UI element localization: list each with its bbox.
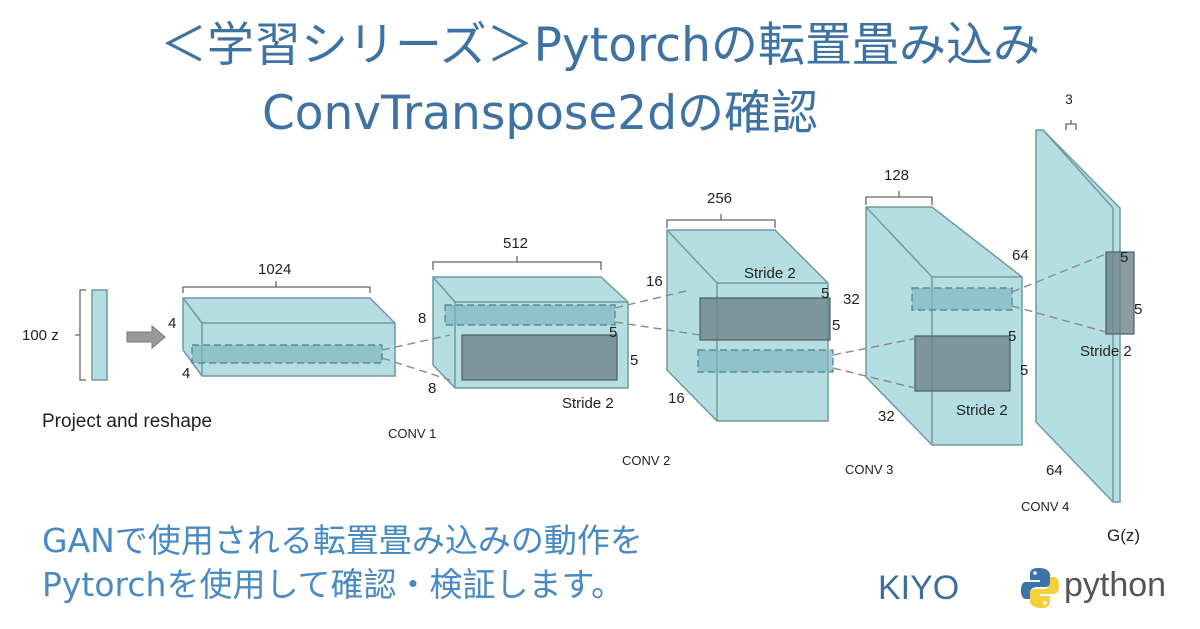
conv3-k2: 5	[1020, 362, 1028, 379]
subtitle-line-2: Pytorchを使用して確認・検証します。	[42, 565, 625, 604]
conv2-channels: 256	[707, 190, 732, 207]
conv1-slice	[444, 304, 616, 326]
dimension-brackets	[75, 120, 1077, 381]
conv4-channels: 3	[1065, 91, 1073, 107]
z-vector	[91, 289, 108, 381]
input-label: 100 z	[22, 327, 59, 344]
title-line-2: ConvTranspose2dの確認	[261, 86, 819, 141]
python-logo-icon	[1021, 568, 1059, 608]
python-wordmark: python	[1064, 566, 1167, 604]
conv4-k2: 5	[1134, 301, 1142, 318]
conv1-label: CONV 1	[388, 426, 436, 441]
project-block	[182, 297, 396, 377]
conv2-h: 16	[646, 273, 663, 290]
conv3-h: 32	[843, 291, 860, 308]
conv2-kernel	[699, 297, 831, 341]
conv1-stride: Stride 2	[562, 395, 614, 412]
conv3-w: 32	[878, 408, 895, 425]
project-h: 4	[168, 315, 176, 332]
conv4-kernel	[1105, 251, 1135, 335]
arrow-icon	[126, 324, 166, 350]
conv3-stride: Stride 2	[956, 402, 1008, 419]
conv2-k1: 5	[821, 285, 829, 302]
conv1-channels: 512	[503, 235, 528, 252]
project-channels: 1024	[258, 261, 291, 278]
conv1-k1: 5	[609, 324, 617, 341]
conv3-slice	[911, 287, 1013, 311]
conv3-kernel	[914, 335, 1011, 392]
conv4-k1: 5	[1120, 249, 1128, 266]
conv2-w: 16	[668, 390, 685, 407]
input-caption: Project and reshape	[42, 411, 212, 432]
conv2-k2: 5	[832, 317, 840, 334]
project-w: 4	[182, 365, 190, 382]
conv1-kernel	[461, 334, 618, 381]
project-slice	[191, 344, 383, 364]
conv3-label: CONV 3	[845, 462, 893, 477]
conv2-slice	[697, 349, 834, 373]
conv1-k2: 5	[630, 352, 638, 369]
conv4-stride: Stride 2	[1080, 343, 1132, 360]
conv1-w: 8	[428, 380, 436, 397]
conv1-h: 8	[418, 310, 426, 327]
conv2-label: CONV 2	[622, 453, 670, 468]
projection-lines	[381, 253, 1107, 389]
conv4-h: 64	[1012, 247, 1029, 264]
conv4-label: CONV 4	[1021, 499, 1069, 514]
conv3-k1: 5	[1008, 328, 1016, 345]
conv4-w: 64	[1046, 462, 1063, 479]
conv3-channels: 128	[884, 167, 909, 184]
title-line-1: ＜学習シリーズ＞Pytorchの転置畳み込み	[160, 18, 1040, 73]
conv2-stride: Stride 2	[744, 265, 796, 282]
output-label: G(z)	[1107, 526, 1140, 545]
subtitle-line-1: GANで使用される転置畳み込みの動作を	[42, 521, 643, 560]
author-name: KIYO	[878, 569, 960, 607]
